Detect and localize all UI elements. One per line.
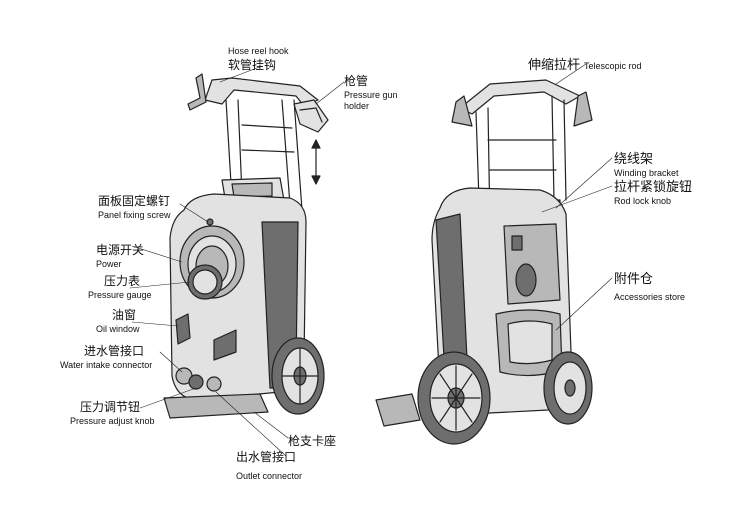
winding-bracket-zh: 绕线架 (614, 152, 654, 167)
gun-holder (293, 99, 329, 133)
right-handle-frame (459, 79, 581, 231)
gun-holder-label: 枪管 Pressure gun holder (344, 72, 398, 111)
power-label: 电源开关 Power (96, 241, 144, 270)
left-wheel (271, 337, 325, 415)
accessories-store-en: Accessories store (614, 292, 686, 303)
winding-bracket-en: Winding bracket (614, 168, 679, 179)
left-handle-frame (204, 77, 319, 211)
pressure-gauge-zh: 压力表 (104, 274, 141, 288)
winding-bracket-label: 绕线架 Winding bracket (614, 150, 679, 179)
power-en: Power (96, 259, 122, 270)
left-machine (163, 73, 329, 419)
power-zh: 电源开关 (96, 243, 145, 257)
oil-window-en: Oil window (96, 324, 140, 335)
telescopic-rod-en: Telescopic rod (584, 61, 642, 71)
left-main-body (163, 193, 307, 419)
telescopic-arrow (311, 139, 321, 185)
hose-reel-hook-en: Hose reel hook (228, 46, 289, 56)
pressure-adjust-en: Pressure adjust knob (70, 416, 155, 427)
right-machine (375, 79, 593, 445)
oil-window-zh: 油窗 (112, 308, 137, 322)
water-intake-en: Water intake connector (60, 360, 153, 371)
right-front-wheel (417, 351, 491, 445)
gun-holder-zh: 枪管 (344, 74, 369, 88)
pressure-knob (188, 374, 204, 390)
telescopic-rod-zh: 伸缩拉杆 (528, 58, 581, 73)
gun-bracket-label: 枪支卡座 (288, 432, 336, 450)
pressure-adjust-zh: 压力调节钮 (80, 400, 141, 414)
telescopic-rod-label: 伸缩拉杆 Telescopic rod (528, 56, 642, 74)
accessories-store-zh: 附件仓 (614, 272, 654, 287)
gun-holder-en-2: holder (344, 100, 370, 111)
outlet-label: 出水管接口 Outlet connector (236, 448, 302, 482)
water-intake-label: 进水管接口 Water intake connector (60, 342, 152, 371)
hose-reel-hook (187, 73, 207, 111)
water-intake-zh: 进水管接口 (84, 344, 145, 358)
panel-screw-label: 面板固定螺钉 Panel fixing screw (98, 192, 171, 221)
panel-screw-zh: 面板固定螺钉 (98, 194, 171, 208)
panel-screw-en: Panel fixing screw (98, 210, 171, 221)
rod-lock-knob-label: 拉杆紧锁旋钮 Rod lock knob (614, 178, 692, 207)
gun-holder-en-1: Pressure gun (344, 90, 398, 101)
outlet-en: Outlet connector (236, 471, 303, 482)
outlet-zh: 出水管接口 (236, 450, 297, 464)
rod-lock-knob-zh: 拉杆紧锁旋钮 (614, 180, 693, 195)
gun-bracket-zh: 枪支卡座 (288, 434, 337, 448)
hose-reel-hook-label: Hose reel hook 软管挂钩 (228, 46, 289, 75)
right-rear-wheel (543, 351, 593, 425)
pressure-adjust-label: 压力调节钮 Pressure adjust knob (70, 398, 155, 427)
outlet-port (206, 376, 222, 392)
oil-window (175, 313, 191, 345)
pressure-gauge-en: Pressure gauge (88, 290, 152, 301)
oil-window-label: 油窗 Oil window (96, 306, 140, 335)
rod-lock-knob-en: Rod lock knob (614, 196, 672, 207)
pressure-gauge-label: 压力表 Pressure gauge (88, 272, 152, 301)
hose-reel-hook-zh: 软管挂钩 (228, 58, 277, 73)
accessories-store-label: 附件仓 Accessories store (614, 270, 685, 303)
leader-lines (129, 63, 613, 457)
